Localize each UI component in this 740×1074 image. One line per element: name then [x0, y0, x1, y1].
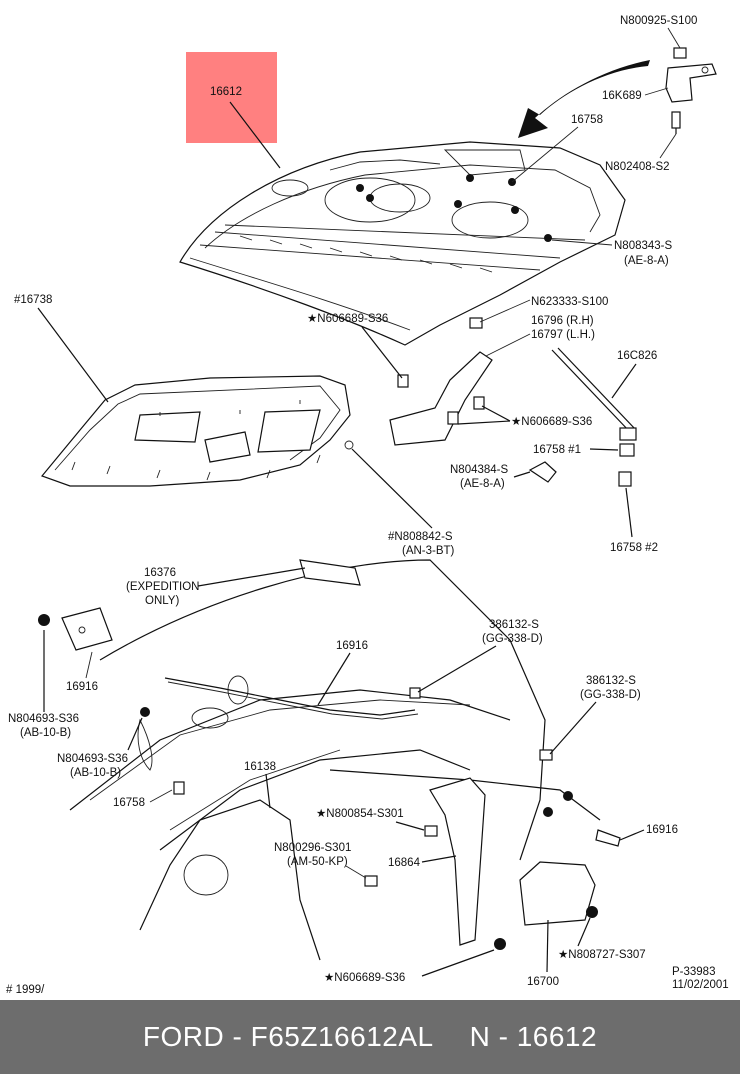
callout-16796-rh[interactable]: 16796 (R.H)	[531, 315, 594, 327]
callout-n804693-s36-left-spec: (AB-10-B)	[20, 727, 71, 739]
hood-insulator-drawing	[40, 375, 351, 487]
diagram-ref-code: P-33983	[672, 966, 715, 978]
callout-n808343-s-spec: (AE-8-A)	[624, 255, 669, 267]
year-note: # 1999/	[6, 984, 45, 996]
callout-16c826[interactable]: 16C826	[617, 350, 657, 362]
callout-16864[interactable]: 16864	[388, 857, 421, 869]
callout-16758-lower[interactable]: 16758	[113, 797, 145, 809]
callout-n808842-s-spec: (AN-3-BT)	[402, 545, 455, 557]
strut-bracket	[344, 317, 637, 487]
hinge-bracket	[665, 47, 717, 134]
callout-386132-s-upper[interactable]: 386132-S	[489, 619, 539, 631]
highlight-box[interactable]	[186, 52, 277, 143]
callout-16758-1[interactable]: 16758 #1	[533, 444, 581, 456]
callout-n804384-s[interactable]: N804384-S	[450, 464, 509, 476]
callout-16376-note1: (EXPEDITION	[126, 581, 199, 593]
callout-16758-top[interactable]: 16758	[571, 114, 603, 126]
callout-16700[interactable]: 16700	[527, 976, 559, 988]
callout-16138[interactable]: 16138	[244, 761, 276, 773]
callout-n804693-s36-mid[interactable]: N804693-S36	[57, 753, 128, 765]
callout-16916-right[interactable]: 16916	[646, 824, 678, 836]
callout-16376[interactable]: 16376	[144, 567, 176, 579]
callout-n804693-s36-mid-spec: (AB-10-B)	[70, 767, 121, 779]
footer-ref: N - 16612	[469, 1021, 598, 1052]
exploded-parts-diagram: 16612	[6, 15, 729, 996]
callout-n800296-s301[interactable]: N800296-S301	[274, 842, 351, 854]
direction-arrow	[518, 60, 650, 138]
callout-16758-2[interactable]: 16758 #2	[610, 542, 658, 554]
callout-386132-s-right-spec: (GG-338-D)	[580, 689, 641, 701]
callout-n606689-s36-lower[interactable]: ★N606689-S36	[324, 972, 405, 984]
callout-n804693-s36-left[interactable]: N804693-S36	[8, 713, 79, 725]
callout-16376-note2: ONLY)	[145, 595, 179, 607]
callout-n606689-s36-mid[interactable]: ★N606689-S36	[511, 416, 592, 428]
callout-n802408-s2[interactable]: N802408-S2	[605, 161, 670, 173]
callout-n800854-s301[interactable]: ★N800854-S301	[316, 808, 404, 820]
callout-n808343-s[interactable]: N808343-S	[614, 240, 673, 252]
callout-386132-s-upper-spec: (GG-338-D)	[482, 633, 543, 645]
callout-16797-lh[interactable]: 16797 (L.H.)	[531, 329, 595, 341]
callout-16738[interactable]: #16738	[14, 294, 52, 306]
part-number-footer: FORD - F65Z16612AL N - 16612	[0, 1000, 740, 1074]
callout-16916-center[interactable]: 16916	[336, 640, 368, 652]
callout-n606689-s36-upper[interactable]: ★N606689-S36	[307, 313, 388, 325]
callout-386132-s-right[interactable]: 386132-S	[586, 675, 636, 687]
callout-n808842-s[interactable]: #N808842-S	[388, 531, 453, 543]
hood-drawing	[179, 141, 626, 346]
highlight-label: 16612	[210, 86, 242, 98]
callout-n623333-s100[interactable]: N623333-S100	[531, 296, 608, 308]
front-end-drawing	[38, 559, 621, 961]
callout-16k689[interactable]: 16K689	[602, 90, 642, 102]
footer-brand-part: FORD - F65Z16612AL	[142, 1021, 434, 1052]
callout-n804384-s-spec: (AE-8-A)	[460, 478, 505, 490]
callout-n800925-s100[interactable]: N800925-S100	[620, 15, 697, 27]
callout-n808727-s307[interactable]: ★N808727-S307	[558, 949, 646, 961]
callout-16916-left[interactable]: 16916	[66, 681, 98, 693]
highlight-leader	[229, 101, 281, 169]
diagram-ref-date: 11/02/2001	[672, 979, 729, 991]
callout-n800296-s301-spec: (AM-50-KP)	[287, 856, 348, 868]
